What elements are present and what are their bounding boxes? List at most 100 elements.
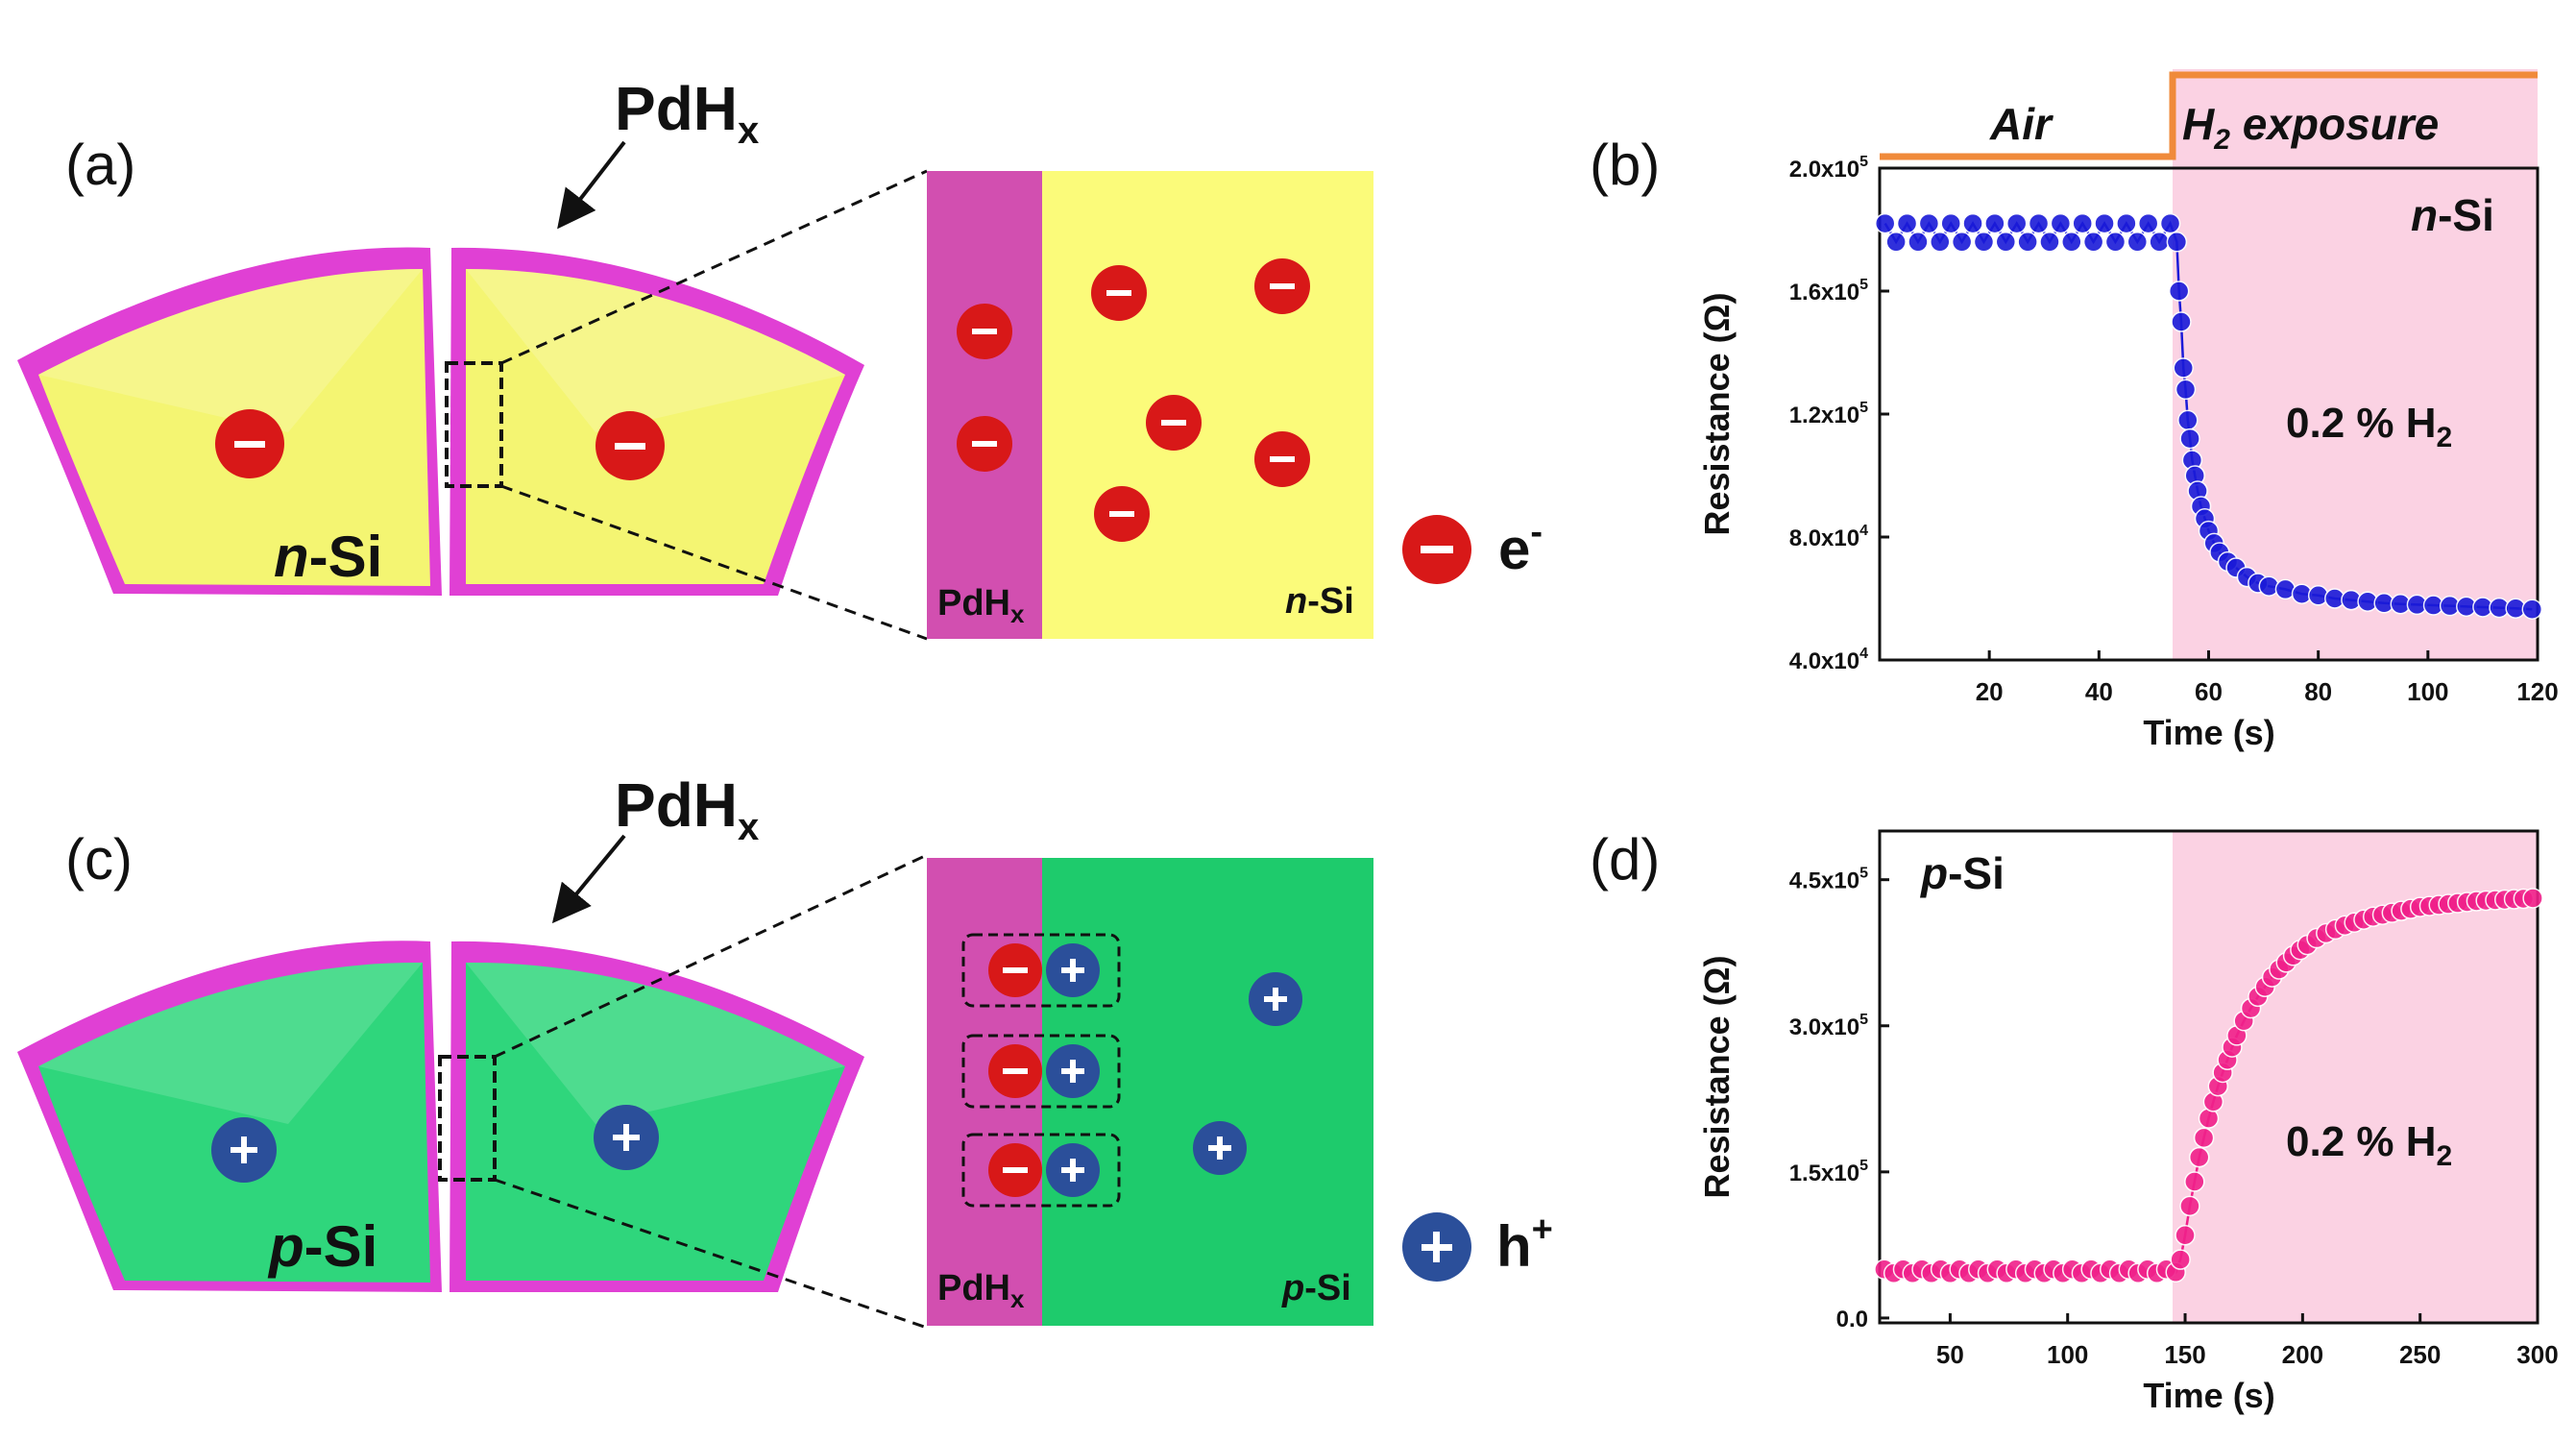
data-point [2005, 212, 2028, 234]
zoom-p-si-region [1042, 858, 1373, 1326]
electron [1254, 431, 1310, 487]
hole-grain-left [211, 1117, 277, 1183]
panel-d-label: (d) [1590, 827, 1660, 892]
y-tick-label: 4.5x105 [1789, 866, 1868, 894]
data-point [1962, 212, 1983, 234]
data-point [2082, 232, 2104, 253]
hole-legend-icon [1402, 1212, 1471, 1282]
x-tick-label: 100 [2047, 1340, 2088, 1369]
data-point [2175, 379, 2197, 401]
x-tick-label: 200 [2282, 1340, 2323, 1369]
y-tick-label: 2.0x105 [1789, 154, 1868, 183]
data-point [1995, 232, 2017, 253]
data-point [2159, 212, 2181, 234]
x-tick-label: 100 [2407, 677, 2448, 706]
data-point [1874, 212, 1896, 234]
y-tick-label: 1.6x105 [1789, 277, 1868, 306]
x-tick-label: 50 [1936, 1340, 1964, 1369]
data-point [2028, 212, 2050, 234]
y-tick-label: 1.2x105 [1789, 400, 1868, 428]
grain-label-c: p-Si [267, 1214, 377, 1279]
zoom-n-si-region [1042, 171, 1373, 639]
data-point [2149, 232, 2170, 253]
zoom-pd-layer-a [927, 171, 1042, 639]
free-hole [1249, 972, 1302, 1026]
data-point [2521, 599, 2543, 620]
panel-b-label: (b) [1590, 133, 1660, 197]
data-point [2116, 212, 2137, 234]
h2-exposure-label: H2 exposure [2182, 99, 2439, 156]
data-point [2173, 357, 2194, 379]
data-point [1896, 212, 1918, 234]
data-point [1940, 212, 1961, 234]
zoom-semi-label-c: p-Si [1281, 1268, 1351, 1308]
x-tick-label: 60 [2195, 677, 2223, 706]
data-point [1908, 232, 1929, 253]
pdhx-callout-a: PdHx [615, 74, 759, 152]
pdhx-arrow-c [551, 834, 626, 924]
electron-hole-pair [961, 933, 1121, 1008]
data-point [2166, 232, 2188, 253]
n-si-tag: n-Si [2411, 190, 2494, 240]
data-point [2175, 1225, 2196, 1246]
chart-d: (d) p-Si 0.2 % H2 Time (s) Resistance (Ω… [1590, 827, 2559, 1415]
plot-frame-d [1878, 829, 2540, 1325]
y-axis-title-b: Resistance (Ω) [1697, 293, 1737, 536]
data-point [2522, 888, 2543, 909]
pdhx-callout-c: PdHx [615, 770, 759, 848]
electron [1091, 265, 1147, 321]
data-point [1984, 212, 2005, 234]
concentration-annotation-d: 0.2 % H2 [2286, 1118, 2452, 1172]
hole-grain-right [594, 1105, 659, 1170]
p-si-tag: p-Si [1919, 848, 2005, 898]
zoom-pairs [961, 933, 1302, 1208]
x-tick-label: 120 [2516, 677, 2558, 706]
x-tick-label: 20 [1976, 677, 2004, 706]
electron [1254, 258, 1310, 314]
data-point [2171, 311, 2192, 332]
data-point [1973, 232, 1995, 253]
data-point [1918, 212, 1940, 234]
panel-c: (c) PdHx p-Si PdHx p-Si [17, 770, 1553, 1330]
x-axis-title-d: Time (s) [2143, 1376, 2274, 1415]
data-point [2094, 212, 2115, 234]
data-point [2179, 428, 2200, 450]
y-tick-label: 0.0 [1836, 1307, 1868, 1332]
pdhx-arrow-a [557, 140, 626, 230]
data-point [1885, 232, 1907, 253]
data-point [2179, 1195, 2200, 1217]
y-axis-title-d: Resistance (Ω) [1697, 956, 1737, 1199]
zoom-semi-label-a: n-Si [1285, 581, 1354, 622]
data-point [2170, 1249, 2191, 1270]
data-point [2061, 232, 2082, 253]
electron [957, 416, 1012, 472]
zoom-region-c [438, 1055, 497, 1182]
zoom-pd-label-c: PdHx [937, 1268, 1025, 1313]
grain-facet-left-c [38, 962, 423, 1124]
chart-b: Air H2 exposure (b) n-Si 0.2 % H2 Time (… [1590, 69, 2559, 752]
data-point [2050, 212, 2072, 234]
data-point [1930, 232, 1951, 253]
data-point [1951, 232, 1973, 253]
x-axis-title-b: Time (s) [2143, 713, 2274, 752]
y-tick-label: 1.5x105 [1789, 1158, 1868, 1186]
gas-timeline-b [1880, 71, 2538, 160]
grain-facet-left-a [38, 269, 423, 432]
data-point [2184, 1171, 2205, 1192]
data-point [2039, 232, 2060, 253]
zoom-pd-label-a: PdHx [937, 583, 1025, 628]
hole-legend-label: h+ [1496, 1210, 1553, 1279]
air-label: Air [1989, 99, 2054, 149]
data-point [2177, 409, 2199, 431]
y-tick-label: 4.0x104 [1789, 646, 1868, 674]
electron-legend-icon [1402, 515, 1471, 584]
electron [1094, 486, 1150, 542]
free-hole [1193, 1121, 1247, 1175]
electron-grain-left [215, 409, 284, 478]
data-point [2126, 232, 2149, 253]
grain-label-a: n-Si [274, 525, 382, 589]
panel-c-label: (c) [65, 827, 133, 892]
electron-hole-pair [961, 1034, 1121, 1109]
data-point [2193, 1127, 2215, 1149]
